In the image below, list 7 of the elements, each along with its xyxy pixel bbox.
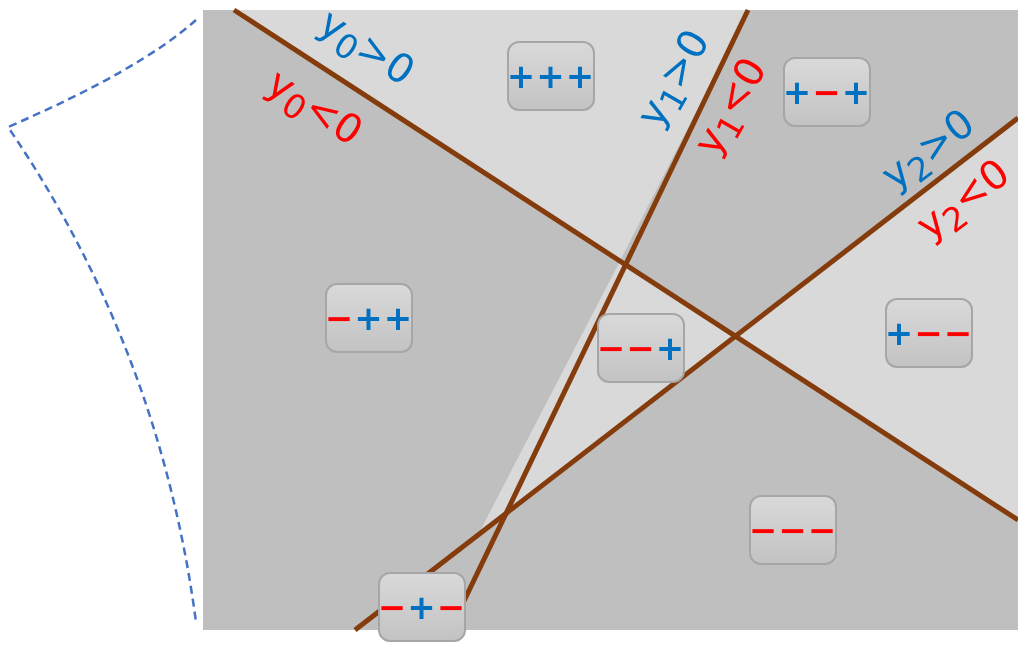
- sign-vector-box: −++: [325, 283, 413, 353]
- sign-vector-box: +−−: [885, 298, 973, 368]
- sign-vector-box: −−−: [749, 495, 837, 565]
- sign-vector-box: −−+: [597, 313, 685, 383]
- sign-vector-box: −+−: [378, 572, 466, 642]
- sign-vector-box: +−+: [783, 57, 871, 127]
- sign-vector-box: +++: [507, 41, 595, 111]
